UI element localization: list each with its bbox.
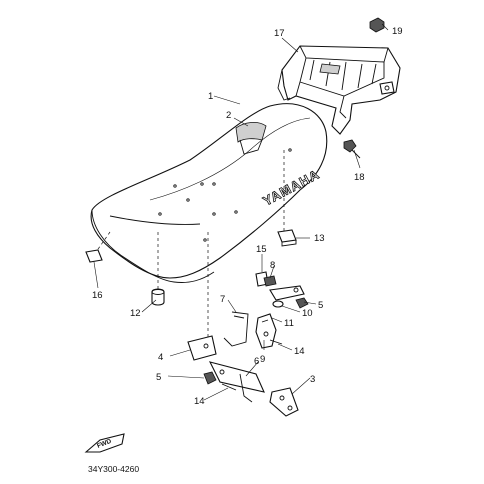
carrier-rack (277, 45, 401, 135)
pin-14-upper (269, 339, 283, 345)
rod-7 (223, 311, 249, 347)
callout-18: 18 (354, 172, 365, 183)
plate-6 (208, 361, 265, 403)
seat: YAMAHA (90, 103, 328, 283)
callout-3: 3 (310, 374, 315, 385)
forward-arrow: FWD (84, 433, 125, 453)
bracket-13 (277, 229, 297, 247)
washer-10 (272, 300, 284, 308)
leader-lines (93, 23, 389, 401)
pin-14-lower (221, 383, 237, 391)
nut-5-upper (295, 297, 309, 309)
callout-6: 6 (254, 356, 259, 367)
callout-5-lower: 5 (156, 372, 161, 383)
bolt-19 (369, 17, 385, 33)
callout-13: 13 (314, 233, 325, 244)
callout-14-lower: 14 (194, 396, 205, 407)
callout-19: 19 (392, 26, 403, 37)
callout-15: 15 (256, 244, 267, 255)
callout-9: 9 (260, 354, 265, 365)
nut-5-lower (203, 371, 217, 385)
callout-16: 16 (92, 290, 103, 301)
callout-14-upper: 14 (294, 346, 305, 357)
bolt-18 (343, 139, 361, 159)
callout-1: 1 (208, 91, 213, 102)
callout-5-upper: 5 (318, 300, 323, 311)
assembly-guide-lines (95, 150, 285, 340)
callout-7: 7 (220, 294, 225, 305)
callout-12: 12 (130, 308, 141, 319)
bracket-3 (269, 387, 299, 417)
latch-bracket (269, 285, 305, 301)
damper-16 (85, 249, 103, 263)
callout-8: 8 (270, 260, 275, 271)
damper-12 (151, 288, 165, 306)
callout-2: 2 (226, 110, 231, 121)
callout-4: 4 (158, 352, 163, 363)
callout-17: 17 (274, 28, 285, 39)
callout-labels: 1 2 3 4 5 5 6 7 8 9 10 11 12 13 14 14 15… (92, 26, 403, 407)
callout-11: 11 (284, 318, 294, 329)
part-code: 34Y300-4260 (88, 464, 139, 474)
latch-9 (255, 313, 277, 349)
callout-10: 10 (302, 308, 313, 319)
bracket-4 (187, 335, 217, 361)
